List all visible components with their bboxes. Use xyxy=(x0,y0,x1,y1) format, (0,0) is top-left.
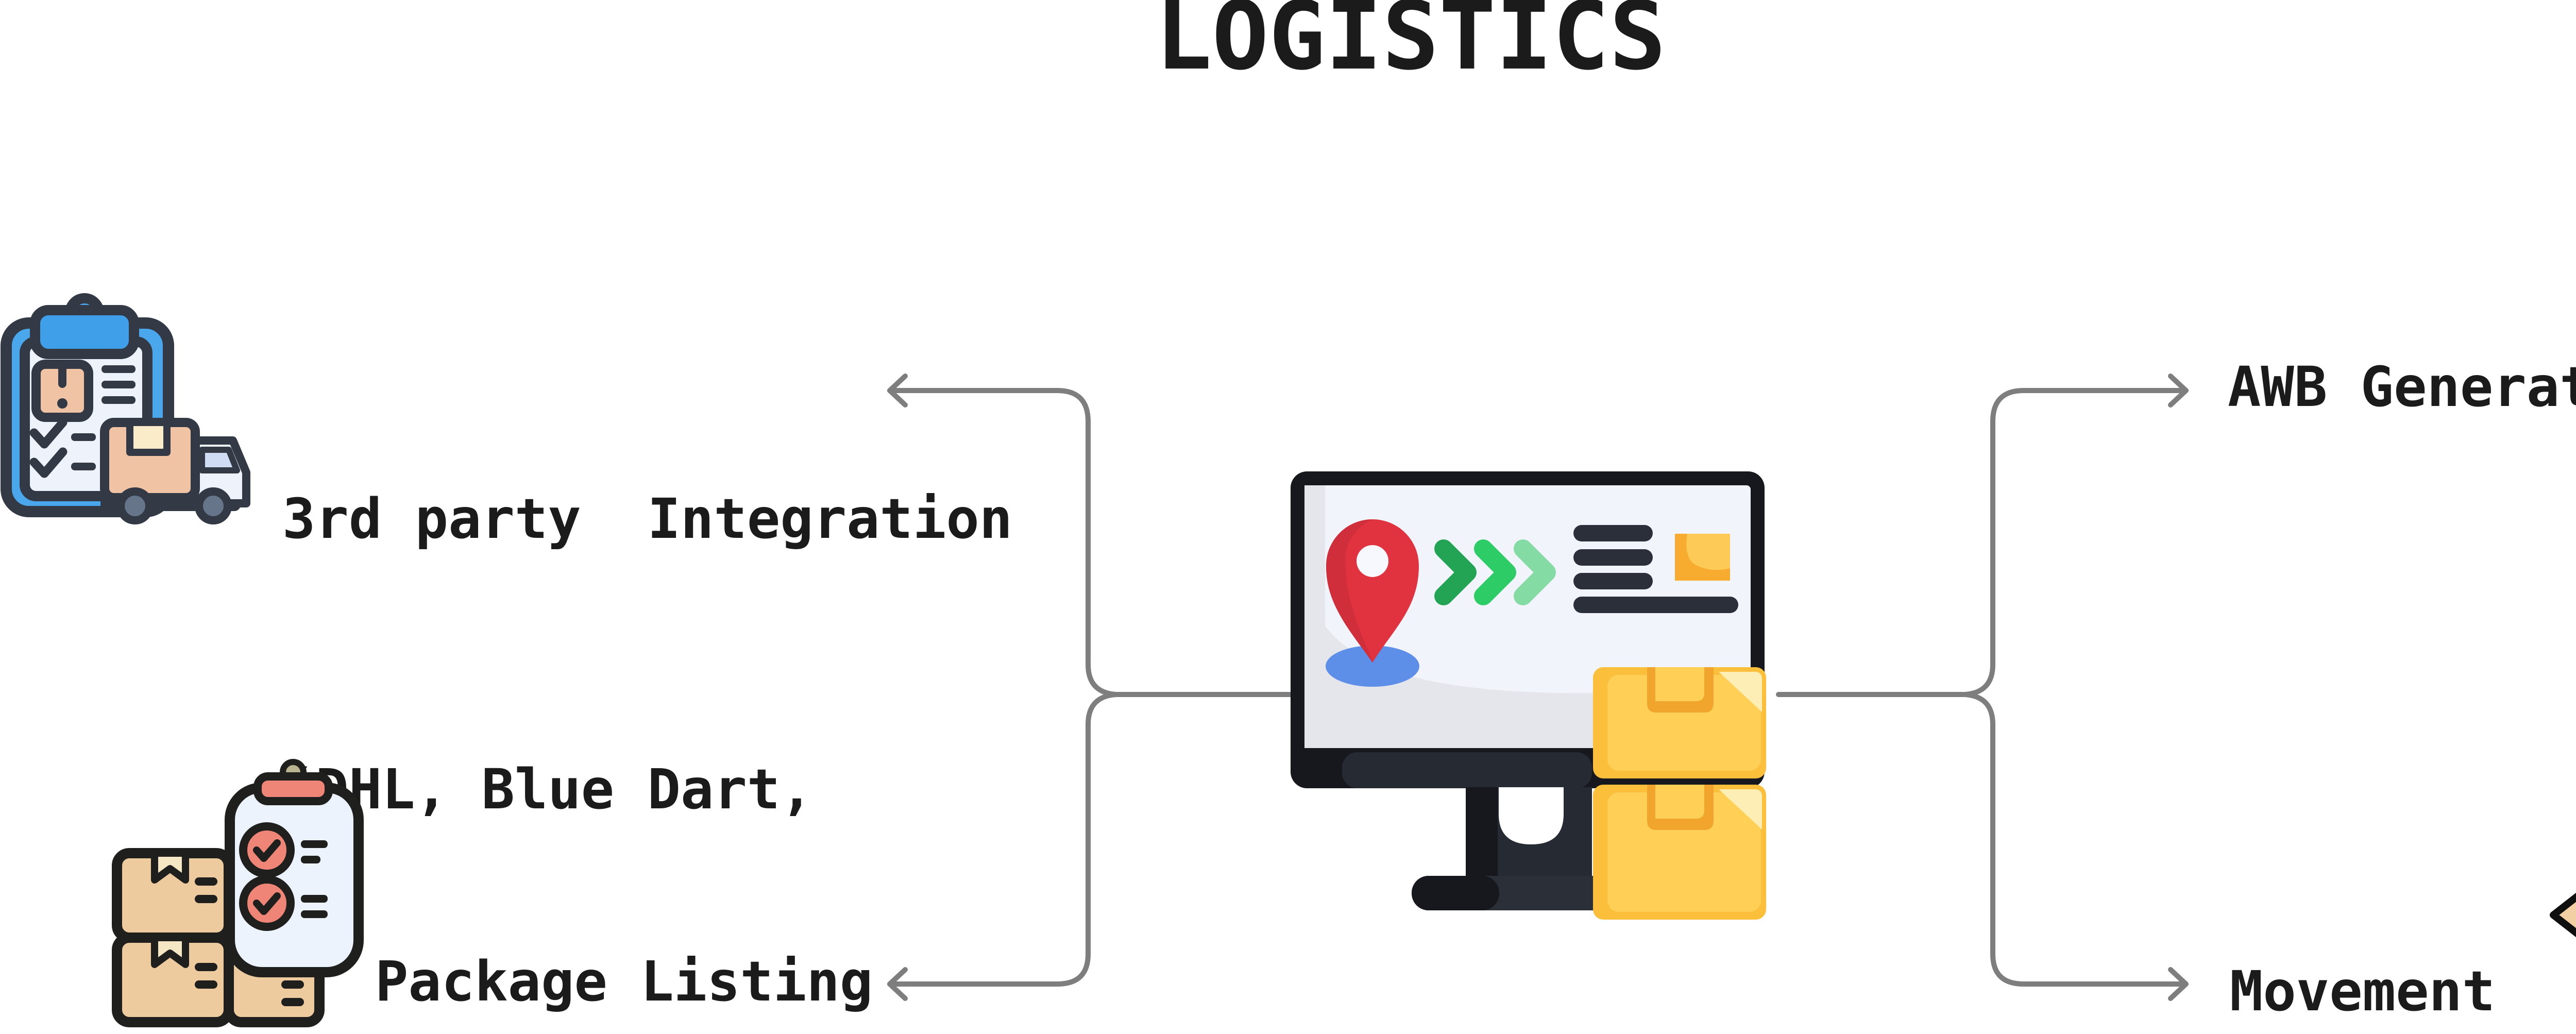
truck-wheel-front xyxy=(195,487,232,524)
truck-wheel-rear xyxy=(116,487,154,524)
checklist-board xyxy=(225,783,364,977)
label-line-2: (DHL, Blue Dart, xyxy=(282,758,814,822)
clipboard-clip xyxy=(30,305,139,359)
cargo-label xyxy=(126,419,171,456)
label-line-3: Delhivery, etc.) xyxy=(282,1015,1012,1034)
truck-window xyxy=(199,447,240,473)
clipboard-checklist-truck-icon xyxy=(1,293,250,524)
pin-shadow xyxy=(1326,646,1419,687)
paper-text-bars xyxy=(101,365,135,404)
route-chevrons xyxy=(1434,539,1556,605)
checklist-clip xyxy=(253,772,333,805)
page-title: LOGISTICS xyxy=(1155,0,1666,91)
sticky-note xyxy=(1675,534,1730,581)
package-stack-checklist-icon xyxy=(112,759,364,1027)
package-direction-arrows-icon xyxy=(2550,892,2576,938)
arrowhead-top-right-icon xyxy=(2168,374,2189,408)
monitor-stand xyxy=(1412,787,1638,910)
arrowhead-top-left-icon xyxy=(887,374,908,408)
screen-text-bars xyxy=(1573,525,1738,613)
right-branch-connector xyxy=(1962,388,2189,987)
label-package-listing: Package Listing xyxy=(375,950,873,1014)
check-mark-1 xyxy=(29,418,67,449)
label-awb-generation: AWB Generation xyxy=(2228,355,2576,419)
label-line-1: 3rd party Integration xyxy=(282,487,1013,551)
monitor-stand-shadow xyxy=(1342,752,1592,788)
pin-hole xyxy=(1357,545,1388,577)
monitor-route-tracking-icon xyxy=(1291,471,1766,920)
label-third-party-integration: 3rd party Integration (DHL, Blue Dart, D… xyxy=(282,294,1012,1034)
check-mark-2 xyxy=(29,447,67,478)
arrowhead-bottom-left-icon xyxy=(887,967,908,1001)
arrowhead-bottom-right-icon xyxy=(2168,967,2189,1001)
arrow-left xyxy=(2550,892,2576,938)
label-movement: Movement xyxy=(2230,960,2496,1024)
stacked-packages xyxy=(1593,667,1766,920)
